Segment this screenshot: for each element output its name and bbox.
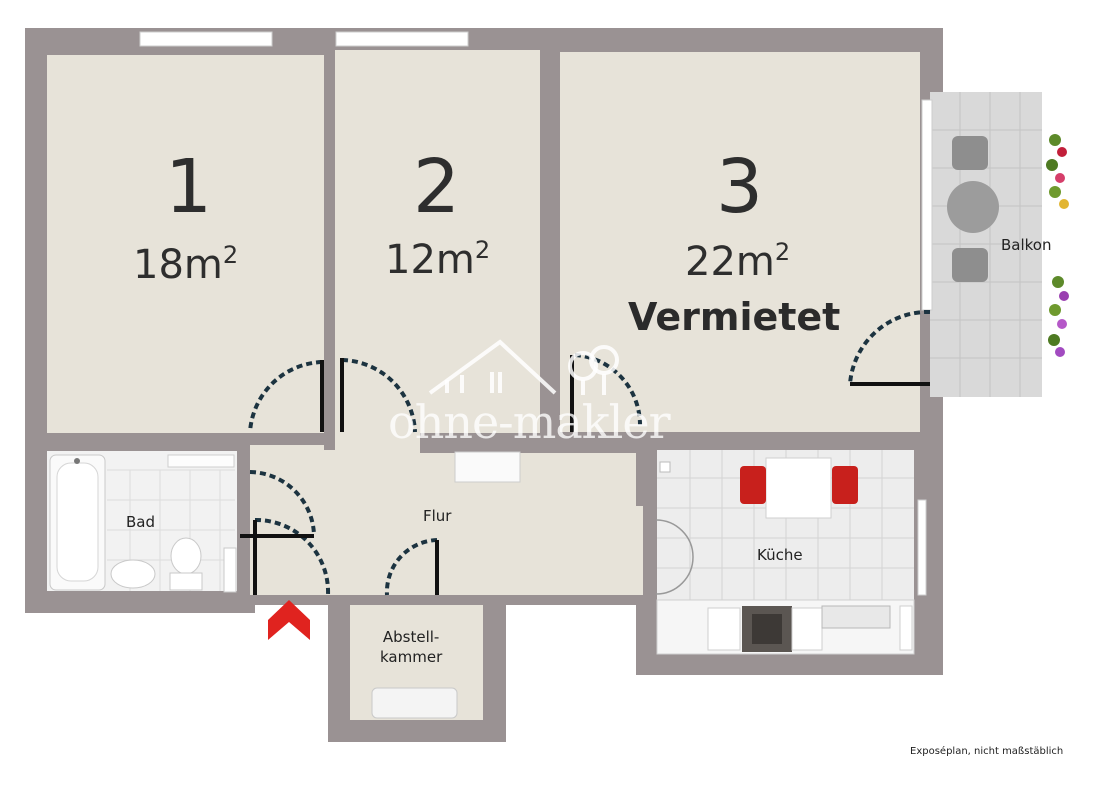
- room-2-area: 12m2: [385, 237, 490, 283]
- bad-label: Bad: [126, 513, 156, 531]
- flur-floor: [250, 445, 643, 595]
- room-2-floor: [335, 50, 540, 433]
- flur-label: Flur: [423, 507, 452, 525]
- door-bath-arc: [249, 470, 316, 536]
- interior-walls: [25, 50, 656, 550]
- storage-shelf: [371, 687, 458, 719]
- kitchen: [656, 450, 927, 655]
- door-room1-arc: [248, 360, 323, 433]
- kitchen-chair-left: [740, 466, 766, 504]
- balcony: [930, 92, 1069, 397]
- kitchen-sink: [821, 605, 891, 629]
- room-2-number: 2: [413, 144, 461, 230]
- abstellkammer-label-line1: Abstell-: [382, 628, 440, 646]
- kueche-label: Küche: [757, 546, 803, 564]
- kitchen-window: [917, 499, 927, 596]
- room-1-area-sup: 2: [222, 241, 239, 269]
- balcony-chair-top: [952, 136, 988, 170]
- room-3-area-sup: 2: [774, 238, 791, 266]
- room-1-number: 1: [165, 144, 213, 230]
- door-entrance-arc: [254, 517, 331, 596]
- door-room3-arc: [574, 353, 643, 426]
- balcony-flowers-bottom: [1048, 276, 1069, 357]
- kitchen-table: [765, 457, 832, 519]
- balcony-chair-bottom: [952, 248, 988, 282]
- footer-note: Exposéplan, nicht maßstäblich: [910, 746, 1064, 757]
- room-3-status: Vermietet: [628, 295, 841, 339]
- room-3-number: 3: [716, 144, 764, 230]
- entrance-arrow-icon: [268, 600, 310, 640]
- toilet: [170, 537, 202, 575]
- balkon-label: Balkon: [1001, 236, 1052, 254]
- balcony-flowers-top: [1046, 134, 1069, 209]
- door-kitchen-arc: [655, 519, 694, 595]
- room-2-area-sup: 2: [474, 236, 491, 264]
- room-1-area-value: 18m: [133, 242, 223, 288]
- flur-upper-floor: [330, 430, 420, 450]
- bathroom: [47, 451, 237, 593]
- sink: [110, 559, 156, 589]
- door-swings: [248, 309, 931, 596]
- room-1-area: 18m2: [133, 242, 238, 288]
- room-floors: [47, 50, 920, 720]
- watermark-text: ohne-makler: [388, 395, 671, 449]
- room-3-area-value: 22m: [685, 239, 775, 285]
- abstellkammer-label-line2: kammer: [380, 648, 443, 667]
- kitchen-chair-right: [832, 466, 858, 504]
- room-3-area: 22m2: [685, 239, 790, 285]
- door-balcony-arc: [848, 309, 931, 385]
- room-1-floor: [47, 55, 324, 433]
- room-3-floor: [560, 52, 920, 432]
- corridor-cabinet: [454, 451, 521, 483]
- balcony-table: [947, 181, 999, 233]
- door-storage-arc: [384, 538, 438, 596]
- door-room2-arc: [341, 358, 417, 433]
- abstellkammer-label: Abstell- kammer: [380, 627, 442, 668]
- bath-shelf: [167, 454, 235, 468]
- watermark-logo: [428, 339, 619, 395]
- room-2-area-value: 12m: [385, 237, 475, 283]
